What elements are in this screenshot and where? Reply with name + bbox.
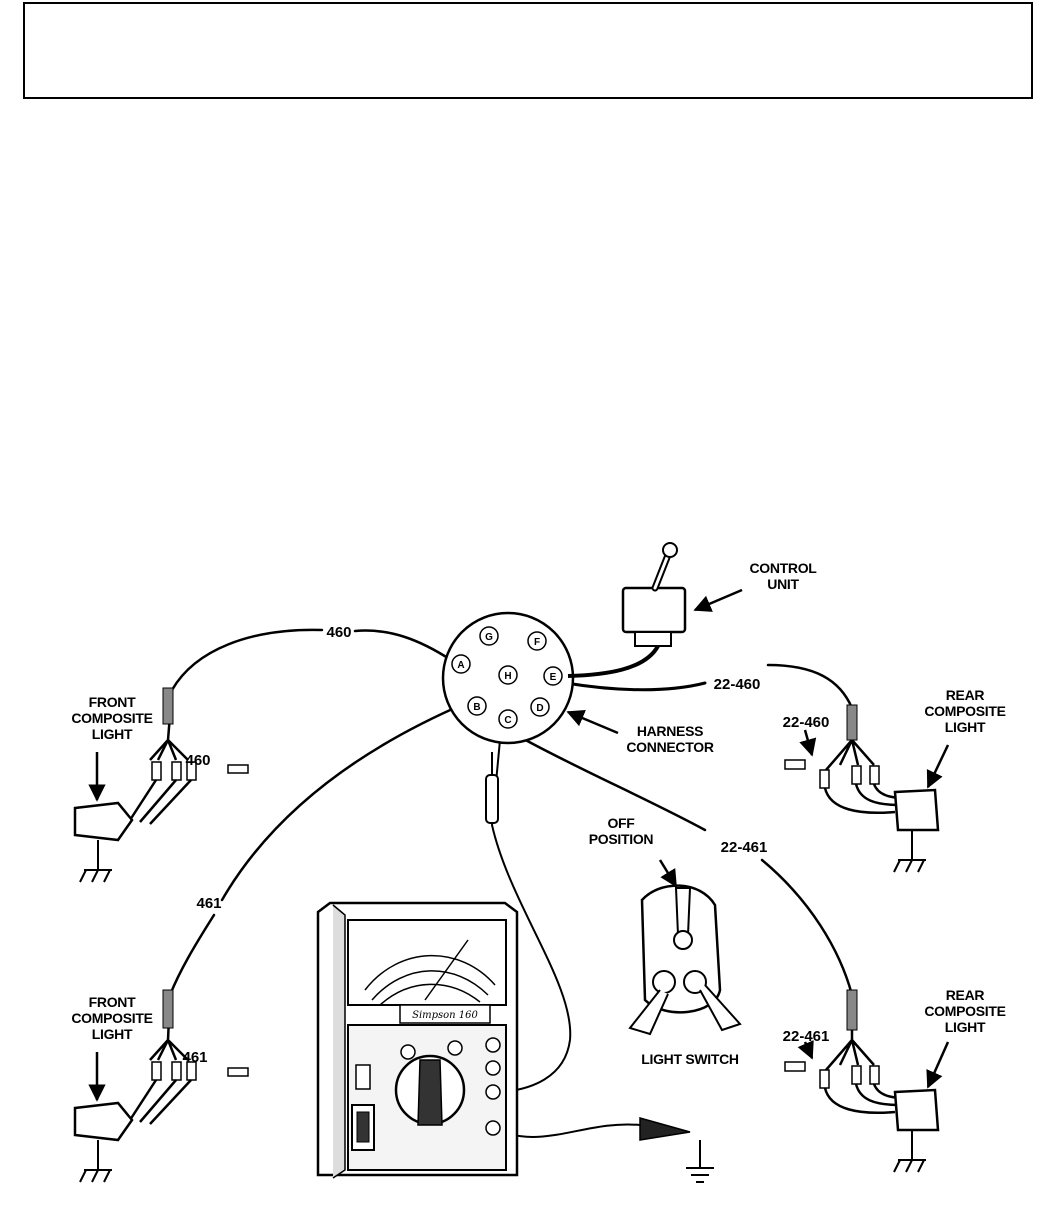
connector-pin-label-g: G: [485, 632, 493, 643]
connector-pin-label-b: B: [473, 702, 480, 713]
wire-label-22-461-plug: 22-461: [783, 1028, 830, 1045]
arrow-22-460-plug: [799, 729, 817, 757]
connector-pin-c: [498, 709, 518, 729]
arrow-rear-light-top: [926, 744, 950, 789]
meter-jack-positive: [485, 1084, 501, 1100]
arrow-22-461-plug: [797, 1040, 814, 1060]
meter-jack-common: [485, 1120, 501, 1136]
arrow-off-position: [658, 859, 678, 888]
connector-pin-label-f: F: [534, 637, 540, 648]
harness-connector: A B C D E F G H: [441, 611, 575, 745]
probe-lead: [490, 739, 572, 1093]
connector-pins: [451, 626, 563, 729]
wire-460: [353, 629, 453, 662]
connector-pin-b: [467, 696, 487, 716]
wire-label-460-plug: 460: [185, 752, 210, 769]
connector-pin-e: [543, 666, 563, 686]
label-front-composite-light-top-line-2: COMPOSITE: [71, 710, 152, 726]
ground-symbol: [686, 1167, 714, 1183]
connector-pin-h: [498, 665, 518, 685]
ground-clip: [639, 1117, 701, 1168]
label-rear-composite-light-bottom-line-1: REAR: [946, 987, 985, 1003]
wire-22-461-right: [760, 858, 854, 997]
connector-pin-label-h: H: [504, 671, 511, 682]
label-rear-composite-light-bottom-line-2: COMPOSITE: [924, 1003, 1005, 1019]
wire-label-22-461: 22-461: [721, 839, 768, 856]
meter-scale-window: [347, 919, 507, 1006]
label-rear-composite-light-bottom-line-3: LIGHT: [945, 1019, 986, 1035]
label-front-composite-light-bottom-line-1: FRONT: [89, 994, 136, 1010]
wire-22-461: [518, 735, 707, 832]
multimeter: Simpson 160: [316, 901, 519, 1179]
connector-pin-g: [479, 626, 499, 646]
wire-label-22-460-plug: 22-460: [783, 714, 830, 731]
wire-label-461: 461: [196, 895, 221, 912]
control-unit-cable: [567, 644, 660, 678]
label-rear-composite-light-top-line-1: REAR: [946, 687, 985, 703]
light-switch: [628, 884, 742, 1036]
wire-22-460: [564, 681, 707, 692]
connector-pin-f: [527, 631, 547, 651]
label-rear-composite-light-top-line-2: COMPOSITE: [924, 703, 1005, 719]
connector-pin-d: [530, 697, 550, 717]
label-control-unit-line-1: CONTROL: [749, 560, 817, 576]
wires: [168, 628, 854, 1138]
connector-pin-a: [451, 654, 471, 674]
control-unit: [567, 542, 687, 678]
wire-label-22-460: 22-460: [714, 676, 761, 693]
connector-pin-labels: A B C D E F G H: [457, 632, 556, 726]
connector-pin-label-c: C: [504, 715, 511, 726]
wire-22-460-right: [766, 663, 854, 710]
ground-lead: [496, 1123, 641, 1138]
header-box: [23, 2, 1033, 99]
label-front-composite-light-bottom-line-3: LIGHT: [92, 1026, 133, 1042]
label-control-unit-line-2: UNIT: [767, 576, 799, 592]
arrow-rear-light-bottom: [926, 1041, 950, 1089]
arrow-harness-connector: [566, 710, 619, 735]
meter-brand: Simpson 160: [412, 1010, 478, 1021]
wire-label-460: 460: [326, 624, 351, 641]
diagram-labels: CONTROLUNITHARNESSCONNECTORFRONTCOMPOSIT…: [71, 560, 1006, 1067]
label-light-switch: LIGHT SWITCH: [641, 1051, 739, 1067]
label-off-position-line-1: OFF: [607, 815, 635, 831]
label-off-position-line-2: POSITION: [589, 831, 654, 847]
wire-label-461-plug: 461: [182, 1049, 207, 1066]
rear-composite-light-top: [784, 704, 940, 873]
label-harness-connector-line-1: HARNESS: [637, 723, 703, 739]
wire-461: [220, 701, 468, 902]
label-rear-composite-light-top-line-3: LIGHT: [945, 719, 986, 735]
label-front-composite-light-bottom-line-2: COMPOSITE: [71, 1010, 152, 1026]
front-composite-light-bottom: [73, 989, 249, 1183]
front-composite-light-top: [73, 687, 249, 883]
pointer-arrows: [88, 588, 950, 1102]
connector-pin-label-a: A: [457, 660, 464, 671]
connector-pin-label-e: E: [550, 672, 557, 683]
rear-composite-light-bottom: [784, 989, 940, 1173]
connector-pin-label-d: D: [536, 703, 543, 714]
arrow-control-unit: [693, 588, 743, 612]
label-front-composite-light-top-line-1: FRONT: [89, 694, 136, 710]
label-harness-connector-line-2: CONNECTOR: [626, 739, 713, 755]
probe-tip: [485, 774, 499, 824]
wire-460-left: [170, 628, 324, 692]
wire-461-lower: [168, 913, 216, 997]
label-front-composite-light-top-line-3: LIGHT: [92, 726, 133, 742]
